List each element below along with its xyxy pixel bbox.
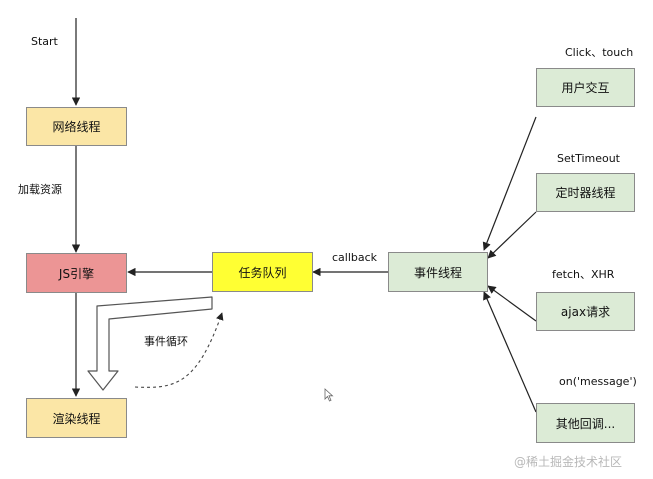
task-queue-label: 任务队列	[238, 265, 287, 280]
click-touch-label: Click、touch	[565, 46, 634, 59]
js-engine-node: JS引擎	[26, 253, 127, 293]
start-label: Start	[31, 35, 58, 48]
arrow-user-to-event	[482, 116, 537, 251]
ajax-request-node: ajax请求	[536, 292, 635, 331]
event-thread-label: 事件线程	[413, 265, 462, 280]
watermark: @稀土掘金技术社区	[514, 455, 623, 469]
load-resources-label: 加载资源	[18, 183, 62, 196]
user-interaction-label: 用户交互	[561, 81, 610, 95]
render-thread-node: 渲染线程	[26, 398, 127, 438]
other-callbacks-node: 其他回调...	[536, 403, 635, 443]
network-thread-label: 网络线程	[52, 120, 101, 134]
arrow-ajax-to-event	[487, 285, 537, 322]
callback-label: callback	[332, 251, 378, 264]
event-loop-label: 事件循环	[144, 335, 188, 348]
event-loop-dashed-arrow	[134, 312, 224, 388]
arrow-timer-to-event	[487, 211, 537, 259]
timer-thread-node: 定时器线程	[536, 173, 635, 212]
render-thread-label: 渲染线程	[52, 411, 101, 426]
fetch-xhr-label: fetch、XHR	[552, 268, 615, 281]
js-engine-label: JS引擎	[58, 266, 95, 281]
other-callbacks-label: 其他回调...	[555, 416, 616, 431]
event-loop-hollow-arrow	[87, 296, 213, 391]
event-thread-node: 事件线程	[388, 252, 488, 292]
network-thread-node: 网络线程	[26, 107, 127, 146]
mouse-pointer-icon	[324, 388, 334, 402]
on-message-label: on('message')	[559, 375, 637, 388]
task-queue-node: 任务队列	[212, 252, 313, 292]
arrow-other-to-event	[483, 291, 537, 413]
timer-thread-label: 定时器线程	[555, 186, 616, 200]
user-interaction-node: 用户交互	[536, 68, 635, 107]
settimeout-label: SetTimeout	[557, 152, 620, 165]
ajax-request-label: ajax请求	[560, 305, 611, 319]
